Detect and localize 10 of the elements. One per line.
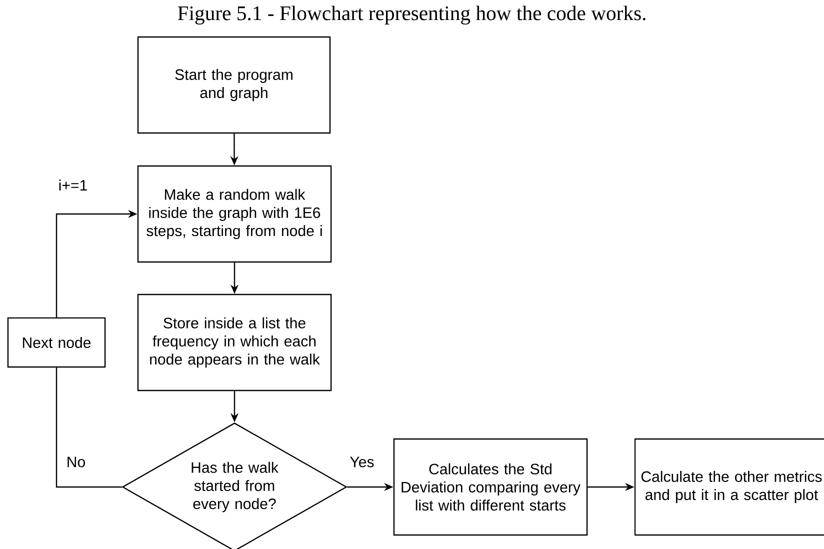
process-box: Calculates the Std Deviation comparing every list with different starts	[393, 438, 588, 536]
edge-label: i+=1	[57, 178, 89, 192]
process-box: Store inside a list the frequency in which each node appears in the walk	[137, 294, 332, 392]
process-box: Make a random walk inside the graph with 1E6 steps, starting from node i	[137, 165, 332, 263]
edge-label: No	[65, 455, 87, 469]
process-box: Calculate the other metrics and put it in a scatter plot	[634, 438, 824, 536]
process-box: Next node	[7, 317, 106, 368]
process-box: Start the program and graph	[137, 36, 331, 134]
figure-title: Figure 5.1 - Flowchart representing how the code works.	[178, 6, 646, 24]
edge-label: Yes	[348, 455, 376, 469]
